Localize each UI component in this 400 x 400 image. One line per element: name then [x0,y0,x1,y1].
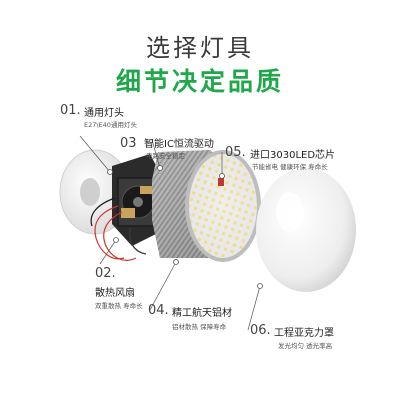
feature-2-number: 02. [95,266,116,281]
acrylic-cover-dome [256,168,356,292]
feature-1-desc: E27\E40通用灯头 [84,121,137,129]
feature-5-label: 进口3030LED芯片 [250,150,336,161]
callout-dots [107,165,263,289]
feature-2-desc: 双重散热 寿命长 [95,302,143,310]
feature-3-desc: 电路安全稳定 [146,152,185,160]
page-title: 选择灯具 [146,34,254,62]
led-chip-plate [185,150,261,262]
feature-5-number: 05. [225,145,246,160]
callout-lines [79,135,261,331]
feature-2-label: 散热风扇 [95,288,135,299]
feature-3-number: 03 [120,136,137,151]
feature-6-desc: 发光均匀 透光率高 [278,342,333,350]
feature-1-number: 01. [60,103,81,118]
feature-3-label: 智能IC恒流驱动 [144,139,214,150]
feature-4-label: 精工航天铝材 [172,308,232,319]
feature-4-number: 04. [148,303,169,318]
feature-5-desc: 节能省电 健康环保 寿命长 [252,163,328,171]
page-subtitle: 细节决定品质 [115,67,284,96]
feature-6-number: 06. [250,323,271,338]
driver-wires [90,197,147,261]
feature-6-label: 工程亚克力罩 [274,328,334,339]
feature-1-label: 通用灯头 [84,108,124,119]
feature-4-desc: 铝材散热 保障寿命 [172,323,227,331]
